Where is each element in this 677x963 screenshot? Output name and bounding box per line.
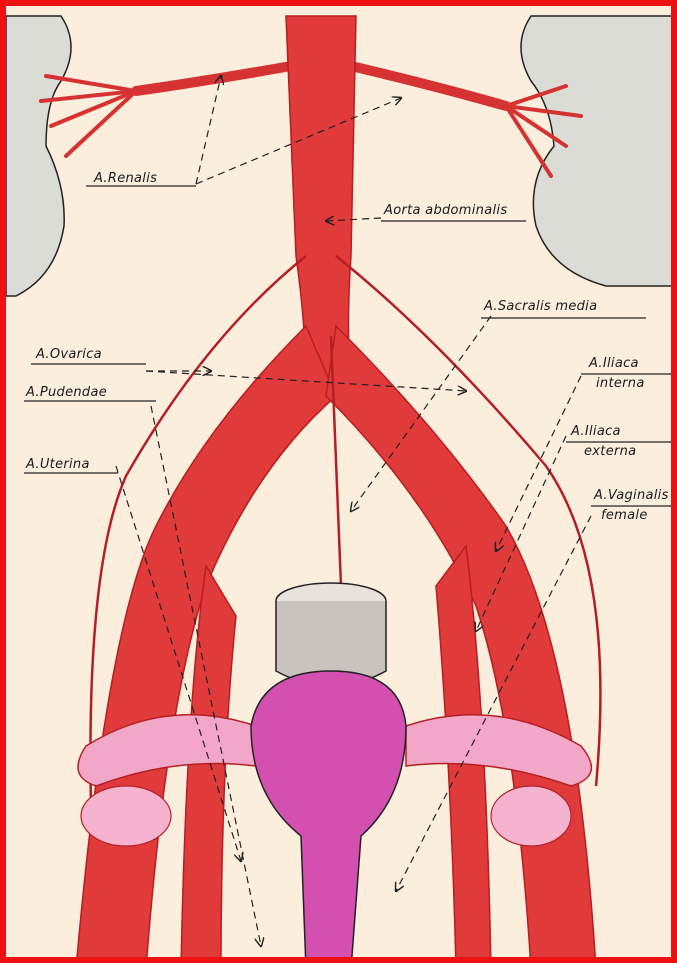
label-aorta-abdominalis: Aorta abdominalis [383, 203, 507, 218]
label-a-ovarica: A.Ovarica [35, 347, 102, 362]
label-a-vaginalis-line2: female [601, 508, 648, 523]
label-a-iliaca-externa-line1: A.Iliaca [570, 424, 621, 439]
label-a-iliaca-interna-line1: A.Iliaca [588, 356, 639, 371]
label-a-renalis: A.Renalis [93, 171, 157, 186]
label-a-vaginalis-line1: A.Vaginalis [593, 488, 669, 503]
uterus [251, 671, 406, 963]
label-a-sacralis-media: A.Sacralis media [483, 299, 597, 314]
label-a-iliaca-interna-line2: interna [596, 376, 645, 391]
label-a-iliaca-externa-line2: externa [584, 444, 636, 459]
right-kidney [521, 16, 677, 286]
label-a-pudendae: A.Pudendae [25, 385, 107, 400]
female-pelvic-arteries-diagram: A.Renalis Aorta abdominalis A.Sacralis m… [6, 6, 677, 963]
label-a-uterina: A.Uterina [25, 457, 90, 472]
left-kidney [6, 16, 71, 296]
